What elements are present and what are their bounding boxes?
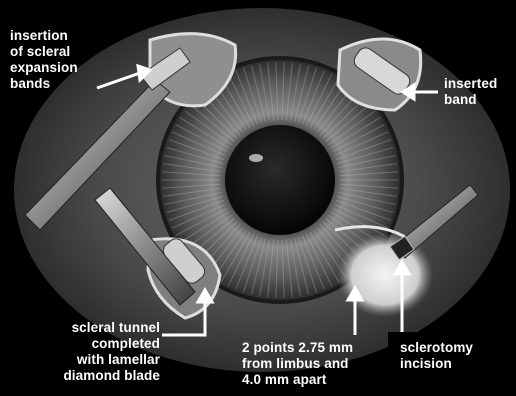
pupil-highlight <box>249 154 263 162</box>
pupil <box>225 125 335 235</box>
label-inserted-band: inserted band <box>444 76 497 108</box>
label-two-points: 2 points 2.75 mm from limbus and 4.0 mm … <box>242 340 353 388</box>
label-line: sclerotomy <box>400 340 473 356</box>
label-line: diamond blade <box>30 368 160 384</box>
top-right-band <box>338 39 421 110</box>
label-sclerotomy-incision: sclerotomy incision <box>400 340 473 372</box>
label-line: scleral tunnel <box>30 320 160 336</box>
label-line: insertion <box>10 28 78 44</box>
label-line: of scleral <box>10 44 78 60</box>
label-line: bands <box>10 76 78 92</box>
label-insertion-of-scleral-expansion-bands: insertion of scleral expansion bands <box>10 28 78 92</box>
label-line: 4.0 mm apart <box>242 372 353 388</box>
label-line: 2 points 2.75 mm <box>242 340 353 356</box>
label-line: with lamellar <box>30 352 160 368</box>
label-line: incision <box>400 356 473 372</box>
label-line: completed <box>30 336 160 352</box>
label-scleral-tunnel: scleral tunnel completed with lamellar d… <box>30 320 160 384</box>
label-line: from limbus and <box>242 356 353 372</box>
label-line: band <box>444 92 497 108</box>
label-line: inserted <box>444 76 497 92</box>
label-line: expansion <box>10 60 78 76</box>
